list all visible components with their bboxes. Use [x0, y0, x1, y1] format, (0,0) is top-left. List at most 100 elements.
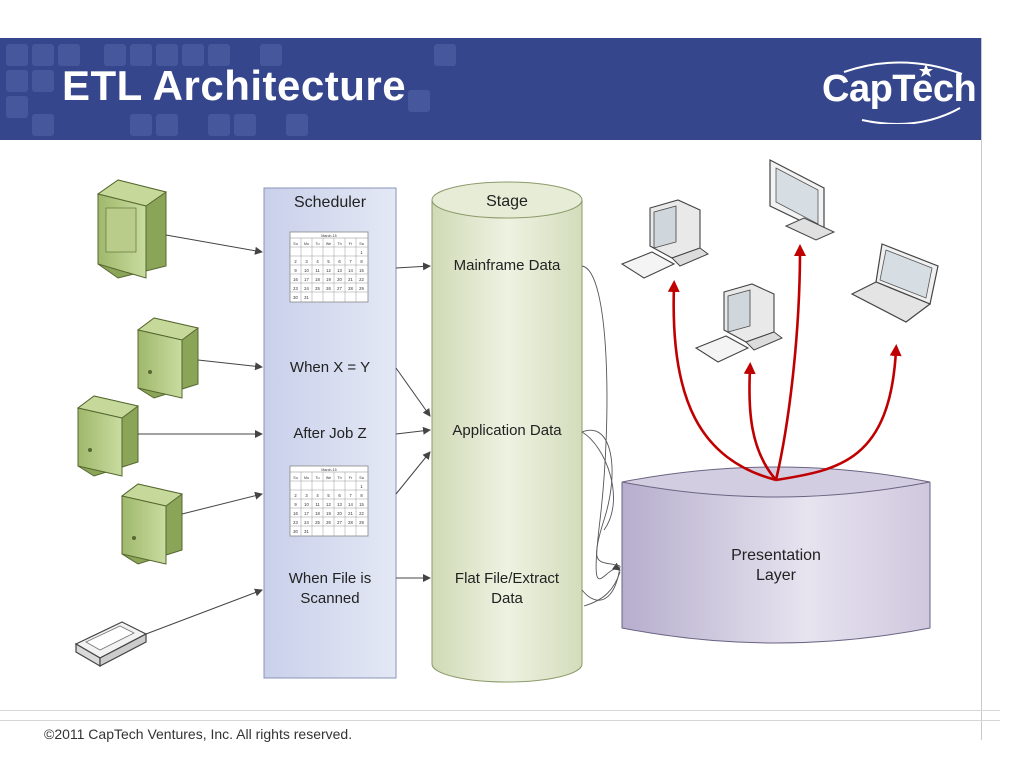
svg-text:7: 7	[349, 259, 352, 264]
svg-text:20: 20	[337, 511, 342, 516]
page-title: ETL Architecture	[62, 62, 407, 109]
svg-text:11: 11	[315, 502, 320, 507]
svg-text:9: 9	[294, 502, 297, 507]
svg-text:23: 23	[293, 520, 298, 525]
svg-text:5: 5	[327, 493, 330, 498]
svg-text:10: 10	[304, 268, 309, 273]
svg-text:18: 18	[315, 277, 320, 282]
svg-text:March-15: March-15	[321, 234, 336, 238]
header-decoration	[260, 44, 282, 66]
header-decoration	[32, 114, 54, 136]
header-decoration	[58, 44, 80, 66]
svg-text:14: 14	[348, 502, 353, 507]
svg-text:1: 1	[360, 250, 363, 255]
svg-text:11: 11	[315, 268, 320, 273]
svg-text:5: 5	[327, 259, 330, 264]
svg-text:28: 28	[348, 286, 353, 291]
svg-text:12: 12	[326, 502, 331, 507]
header-decoration	[32, 44, 54, 66]
svg-text:24: 24	[304, 286, 309, 291]
svg-text:6: 6	[338, 493, 341, 498]
header-decoration	[208, 44, 230, 66]
header-decoration	[156, 44, 178, 66]
header-decoration	[182, 44, 204, 66]
svg-text:17: 17	[304, 511, 309, 516]
svg-text:Mo: Mo	[304, 476, 309, 480]
svg-text:Tu: Tu	[315, 476, 319, 480]
header-decoration	[6, 70, 28, 92]
svg-text:We: We	[326, 242, 331, 246]
svg-text:1: 1	[360, 484, 363, 489]
svg-text:29: 29	[359, 286, 364, 291]
header-bar: ETL Architecture CapTech	[0, 38, 982, 140]
svg-text:24: 24	[304, 520, 309, 525]
scheduler-trigger-x-equals-y: When X = Y	[289, 359, 371, 376]
stage-item-application-data: Application Data	[452, 422, 562, 439]
svg-text:Th: Th	[337, 476, 341, 480]
laptop-icon	[850, 243, 939, 323]
svg-text:25: 25	[315, 520, 320, 525]
svg-text:30: 30	[293, 529, 298, 534]
scheduler-trigger-file-scanned: When File is Scanned	[288, 570, 372, 607]
header-decoration	[130, 44, 152, 66]
svg-text:14: 14	[348, 268, 353, 273]
svg-text:3: 3	[305, 493, 308, 498]
stage-item-flat-file-data: Flat File/Extract Data	[454, 570, 560, 607]
logo-swoosh-icon	[843, 61, 963, 124]
header-decoration	[6, 44, 28, 66]
svg-text:16: 16	[293, 511, 298, 516]
monitor-icon	[769, 159, 836, 241]
scanner-icon	[74, 621, 148, 668]
copyright-notice: ©2011 CapTech Ventures, Inc. All rights …	[44, 726, 353, 742]
stage-cylinder	[431, 181, 583, 683]
header-decoration	[408, 90, 430, 112]
server-icon	[76, 395, 140, 477]
slide-frame	[981, 38, 982, 740]
header-decoration	[286, 114, 308, 136]
svg-text:25: 25	[315, 286, 320, 291]
stage-title: Stage	[486, 193, 528, 210]
captech-logo: CapTech	[822, 54, 977, 124]
server-icon	[96, 179, 168, 279]
svg-text:10: 10	[304, 502, 309, 507]
svg-text:26: 26	[326, 286, 331, 291]
svg-text:Th: Th	[337, 242, 341, 246]
svg-text:4: 4	[316, 259, 319, 264]
header-decoration	[130, 114, 152, 136]
scheduler-trigger-after-job: After Job Z	[293, 425, 367, 442]
svg-text:8: 8	[360, 493, 363, 498]
logo-text: CapTech	[822, 68, 977, 110]
svg-text:17: 17	[304, 277, 309, 282]
svg-text:31: 31	[304, 295, 309, 300]
svg-text:Mo: Mo	[304, 242, 309, 246]
svg-text:26: 26	[326, 520, 331, 525]
header-decoration	[234, 114, 256, 136]
svg-text:29: 29	[359, 520, 364, 525]
desktop-computer-icon	[620, 199, 709, 279]
svg-text:21: 21	[348, 277, 353, 282]
presentation-cylinder	[621, 466, 931, 644]
svg-text:7: 7	[349, 493, 352, 498]
svg-text:18: 18	[315, 511, 320, 516]
svg-text:19: 19	[326, 277, 331, 282]
svg-text:Fr: Fr	[349, 242, 353, 246]
svg-text:23: 23	[293, 286, 298, 291]
svg-text:Su: Su	[293, 476, 297, 480]
svg-text:2: 2	[294, 493, 297, 498]
svg-text:31: 31	[304, 529, 309, 534]
svg-text:Sa: Sa	[359, 476, 363, 480]
svg-text:12: 12	[326, 268, 331, 273]
svg-text:15: 15	[359, 268, 364, 273]
header-decoration	[208, 114, 230, 136]
svg-text:March-15: March-15	[321, 468, 336, 472]
svg-text:20: 20	[337, 277, 342, 282]
footer-divider	[0, 720, 1000, 721]
svg-text:27: 27	[337, 286, 342, 291]
header-decoration	[104, 44, 126, 66]
header-decoration	[434, 44, 456, 66]
svg-text:Tu: Tu	[315, 242, 319, 246]
header-decoration	[156, 114, 178, 136]
svg-text:21: 21	[348, 511, 353, 516]
